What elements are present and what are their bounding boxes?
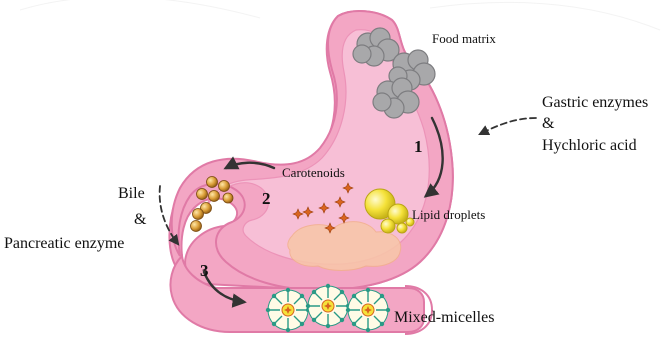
label-bile-ampersand: & [134, 212, 146, 228]
step-number-3: 3 [200, 262, 209, 279]
micelle [346, 288, 390, 332]
label-gastric-ampersand: & [542, 116, 554, 132]
micelle [306, 284, 350, 328]
label-bile: Bile [118, 186, 145, 202]
label-carotenoids: Carotenoids [282, 166, 345, 179]
label-mixed-micelles: Mixed-micelles [394, 310, 494, 326]
label-lipid-droplets: Lipid droplets [412, 208, 485, 221]
label-food-matrix: Food matrix [432, 32, 496, 45]
step-number-2: 2 [262, 190, 271, 207]
label-hydrochloric-acid: Hychloric acid [542, 138, 637, 154]
step-number-1: 1 [414, 138, 423, 155]
label-pancreatic-enzyme: Pancreatic enzyme [4, 236, 124, 252]
arrow-gastric-input [480, 118, 536, 134]
label-gastric-enzymes: Gastric enzymes [542, 95, 648, 111]
micelle [266, 288, 310, 332]
mixed-micelles [266, 284, 390, 332]
